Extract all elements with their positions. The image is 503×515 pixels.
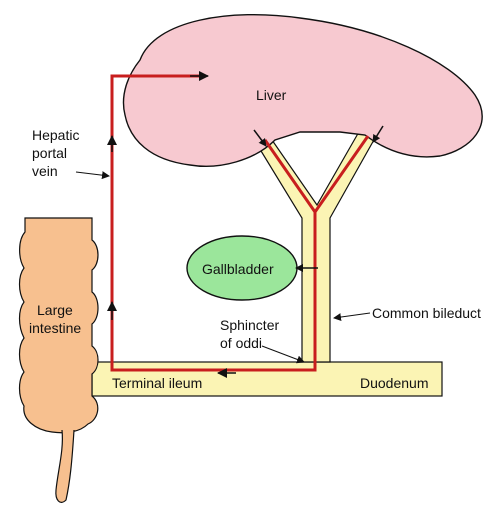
terminal-ileum-label: Terminal ileum: [112, 375, 202, 391]
common-bileduct-pointer: [333, 312, 371, 321]
intestine-tube: [91, 361, 443, 397]
common-bileduct-label: Common bileduct: [372, 305, 481, 321]
hepatic-portal-vein-pointer: [75, 171, 110, 180]
sphincter-label-line1: Sphincter: [220, 317, 279, 333]
liver-label: Liver: [256, 87, 287, 103]
sphincter-label-line2: of oddi: [220, 335, 262, 351]
hepatic-portal-vein-label-line1: Hepatic: [32, 127, 79, 143]
hepatic-portal-vein-label-line2: portal: [32, 145, 67, 161]
sphincter-pointer: [261, 345, 305, 364]
large-intestine-label-line2: intestine: [29, 320, 81, 336]
duct-arrow-right: [372, 125, 384, 143]
hepatic-portal-vein-label-line3: vein: [32, 163, 58, 179]
large-intestine-label-line1: Large: [37, 302, 73, 318]
hepatic-portal-vein-path: [110, 74, 222, 372]
duct-arrow-left: [253, 129, 267, 147]
appendix: [55, 429, 75, 503]
duodenum-label: Duodenum: [360, 375, 429, 391]
bile-return-path-duct: [222, 212, 317, 372]
gallbladder-label: Gallbladder: [202, 261, 274, 277]
liver: [122, 13, 483, 167]
large-intestine: [18, 217, 99, 434]
